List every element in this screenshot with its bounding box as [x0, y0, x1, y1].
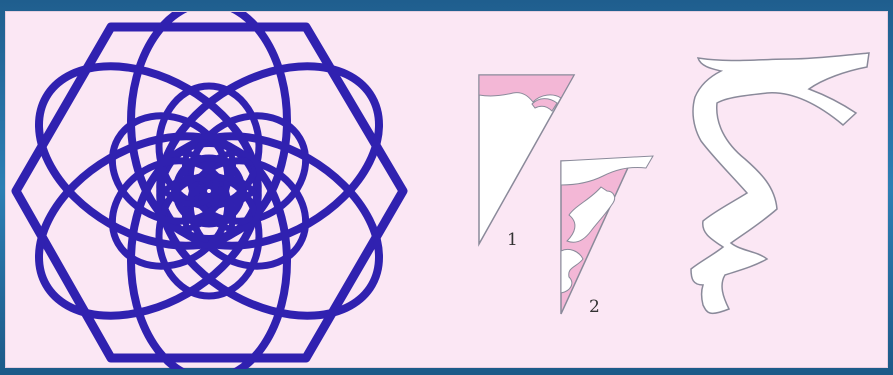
fold-step-1: 1 [479, 75, 574, 250]
snowflake-diagram: 1 2 [6, 12, 889, 369]
step-label-2: 2 [589, 297, 600, 317]
cut-strip-outline [691, 53, 869, 313]
fold-step-2: 2 [561, 156, 653, 317]
paper-snowflake [7, 12, 411, 369]
step-label-1: 1 [507, 230, 518, 250]
snowflake-outer-petals [7, 12, 411, 369]
triangle-step-1 [479, 75, 574, 244]
slide-frame: 1 2 [5, 11, 888, 368]
